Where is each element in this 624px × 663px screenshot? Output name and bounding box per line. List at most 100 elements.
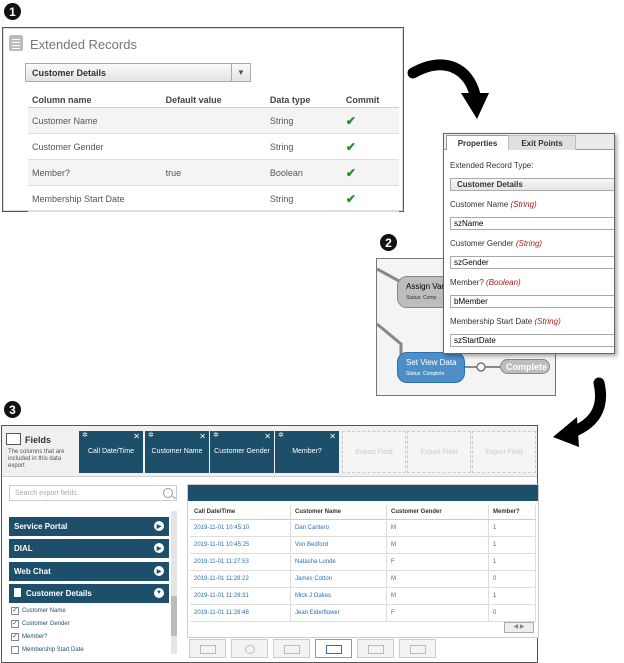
property-input[interactable] — [450, 295, 614, 308]
search-export-fields-input[interactable]: Search export fields — [9, 485, 177, 501]
chevron-down-icon[interactable]: ▼ — [231, 64, 250, 81]
properties-tabs: Properties Exit Points — [444, 134, 614, 150]
step-2-marker: 2 — [380, 234, 397, 251]
columns-table: Column name Default value Data type Comm… — [28, 92, 399, 212]
pie-chart-view-tab[interactable] — [231, 639, 268, 658]
record-type-value[interactable]: Customer Details — [450, 178, 614, 191]
column-header: Default value — [161, 92, 266, 108]
column-header: Commit — [341, 92, 399, 108]
check-icon: ✔ — [341, 107, 399, 134]
search-icon[interactable] — [163, 488, 173, 498]
properties-panel: Properties Exit Points Extended Record T… — [443, 133, 615, 354]
export-field-placeholder[interactable]: Export Field — [342, 431, 406, 473]
grid-view-tab[interactable] — [399, 639, 436, 658]
fields-icon — [6, 433, 21, 445]
check-icon: ✔ — [341, 133, 399, 160]
grid-header-bar — [188, 485, 538, 501]
close-icon[interactable]: ✕ — [133, 432, 140, 441]
view-type-tabs — [189, 639, 436, 659]
close-icon[interactable]: ✕ — [329, 432, 336, 441]
panel-title: Extended Records — [30, 37, 137, 52]
extended-records-panel: Extended Records Customer Details ▼ Colu… — [2, 27, 404, 212]
gear-icon[interactable]: ✲ — [148, 432, 154, 439]
column-header: Call Date/Time — [190, 505, 291, 520]
play-icon: ▶ — [154, 543, 164, 553]
property-input[interactable] — [450, 256, 614, 269]
checkbox[interactable]: ✓ — [11, 607, 19, 615]
export-field-slot[interactable]: ✲✕ Call Date/Time — [79, 431, 143, 473]
table-view-tab[interactable] — [315, 639, 352, 658]
property-input[interactable] — [450, 334, 614, 347]
checkbox[interactable]: ✓ — [11, 620, 19, 628]
tab-properties[interactable]: Properties — [446, 135, 509, 150]
scrollbar[interactable] — [171, 511, 177, 654]
checkbox[interactable] — [11, 646, 19, 654]
scrollbar-thumb[interactable] — [171, 596, 177, 636]
table-row[interactable]: Customer Name String ✔ — [28, 107, 399, 134]
set-view-data-node[interactable]: Set View Data Status: Complete — [397, 352, 465, 383]
curved-arrow-icon — [553, 377, 606, 447]
table-icon — [326, 645, 342, 654]
property-label: Member? (Boolean) — [450, 278, 521, 287]
field-checkbox-item[interactable]: ✓Member? — [11, 633, 48, 641]
bar-chart-view-tab[interactable] — [189, 639, 226, 658]
export-field-slot[interactable]: ✲✕ Customer Gender — [210, 431, 274, 473]
property-label: Customer Name (String) — [450, 200, 537, 209]
category-service-portal[interactable]: Service Portal▶ — [9, 517, 169, 536]
gear-icon[interactable]: ✲ — [82, 432, 88, 439]
field-categories: Service Portal▶ DIAL▶ Web Chat▶ Customer… — [9, 511, 169, 661]
field-checkbox-item[interactable]: ✓Customer Gender — [11, 620, 70, 628]
field-checkbox-item[interactable]: Membership Start Date — [11, 646, 84, 654]
category-dial[interactable]: DIAL▶ — [9, 539, 169, 558]
column-header: Customer Gender — [386, 505, 489, 520]
curved-arrow-icon — [407, 59, 489, 119]
line-chart-view-tab[interactable] — [273, 639, 310, 658]
play-icon: ▶ — [154, 566, 164, 576]
document-icon — [14, 588, 21, 597]
pivot-icon — [368, 645, 384, 654]
gear-icon[interactable]: ✲ — [278, 432, 284, 439]
play-icon: ▶ — [154, 521, 164, 531]
export-field-slot[interactable]: ✲✕ Customer Name — [145, 431, 209, 473]
check-icon: ✔ — [341, 185, 399, 212]
gear-icon[interactable]: ✲ — [213, 432, 219, 439]
tab-exit-points[interactable]: Exit Points — [508, 135, 576, 150]
checkbox[interactable]: ✓ — [11, 633, 19, 641]
column-header: Data type — [265, 92, 342, 108]
pivot-view-tab[interactable] — [357, 639, 394, 658]
export-field-placeholder[interactable]: Export Field — [472, 431, 536, 473]
fields-description: The columns that are included in this da… — [8, 449, 65, 469]
fields-bar: Fields The columns that are included in … — [2, 426, 537, 477]
step-3-marker: 3 — [4, 401, 21, 418]
check-icon: ✔ — [341, 159, 399, 186]
category-customer-details[interactable]: Customer Details▼ — [9, 584, 169, 603]
complete-node[interactable]: Complete — [500, 359, 550, 374]
close-icon[interactable]: ✕ — [199, 432, 206, 441]
fields-title: Fields — [25, 435, 52, 445]
document-icon — [9, 35, 23, 51]
property-label: Customer Gender (String) — [450, 239, 543, 248]
category-web-chat[interactable]: Web Chat▶ — [9, 562, 169, 581]
line-chart-icon — [284, 645, 300, 654]
step-1-marker: 1 — [4, 3, 21, 20]
table-row[interactable]: Customer Gender String ✔ — [28, 133, 399, 160]
field-checkbox-item[interactable]: ✓Customer Name — [11, 607, 66, 615]
property-input[interactable] — [450, 217, 614, 230]
export-field-placeholder[interactable]: Export Field — [407, 431, 471, 473]
table-row[interactable]: Member? true Boolean ✔ — [28, 159, 399, 186]
record-type-select[interactable]: Customer Details ▼ — [25, 63, 251, 82]
table-row[interactable]: Membership Start Date String ✔ — [28, 185, 399, 212]
export-preview-grid: Call Date/Time Customer Name Customer Ge… — [187, 484, 539, 638]
property-label: Membership Start Date (String) — [450, 317, 561, 326]
close-icon[interactable]: ✕ — [264, 432, 271, 441]
data-export-panel: Fields The columns that are included in … — [1, 425, 539, 663]
export-field-slot[interactable]: ✲✕ Member? — [275, 431, 339, 473]
pager-arrows[interactable]: ◀ ▶ — [504, 622, 534, 633]
column-header: Column name — [28, 92, 162, 108]
